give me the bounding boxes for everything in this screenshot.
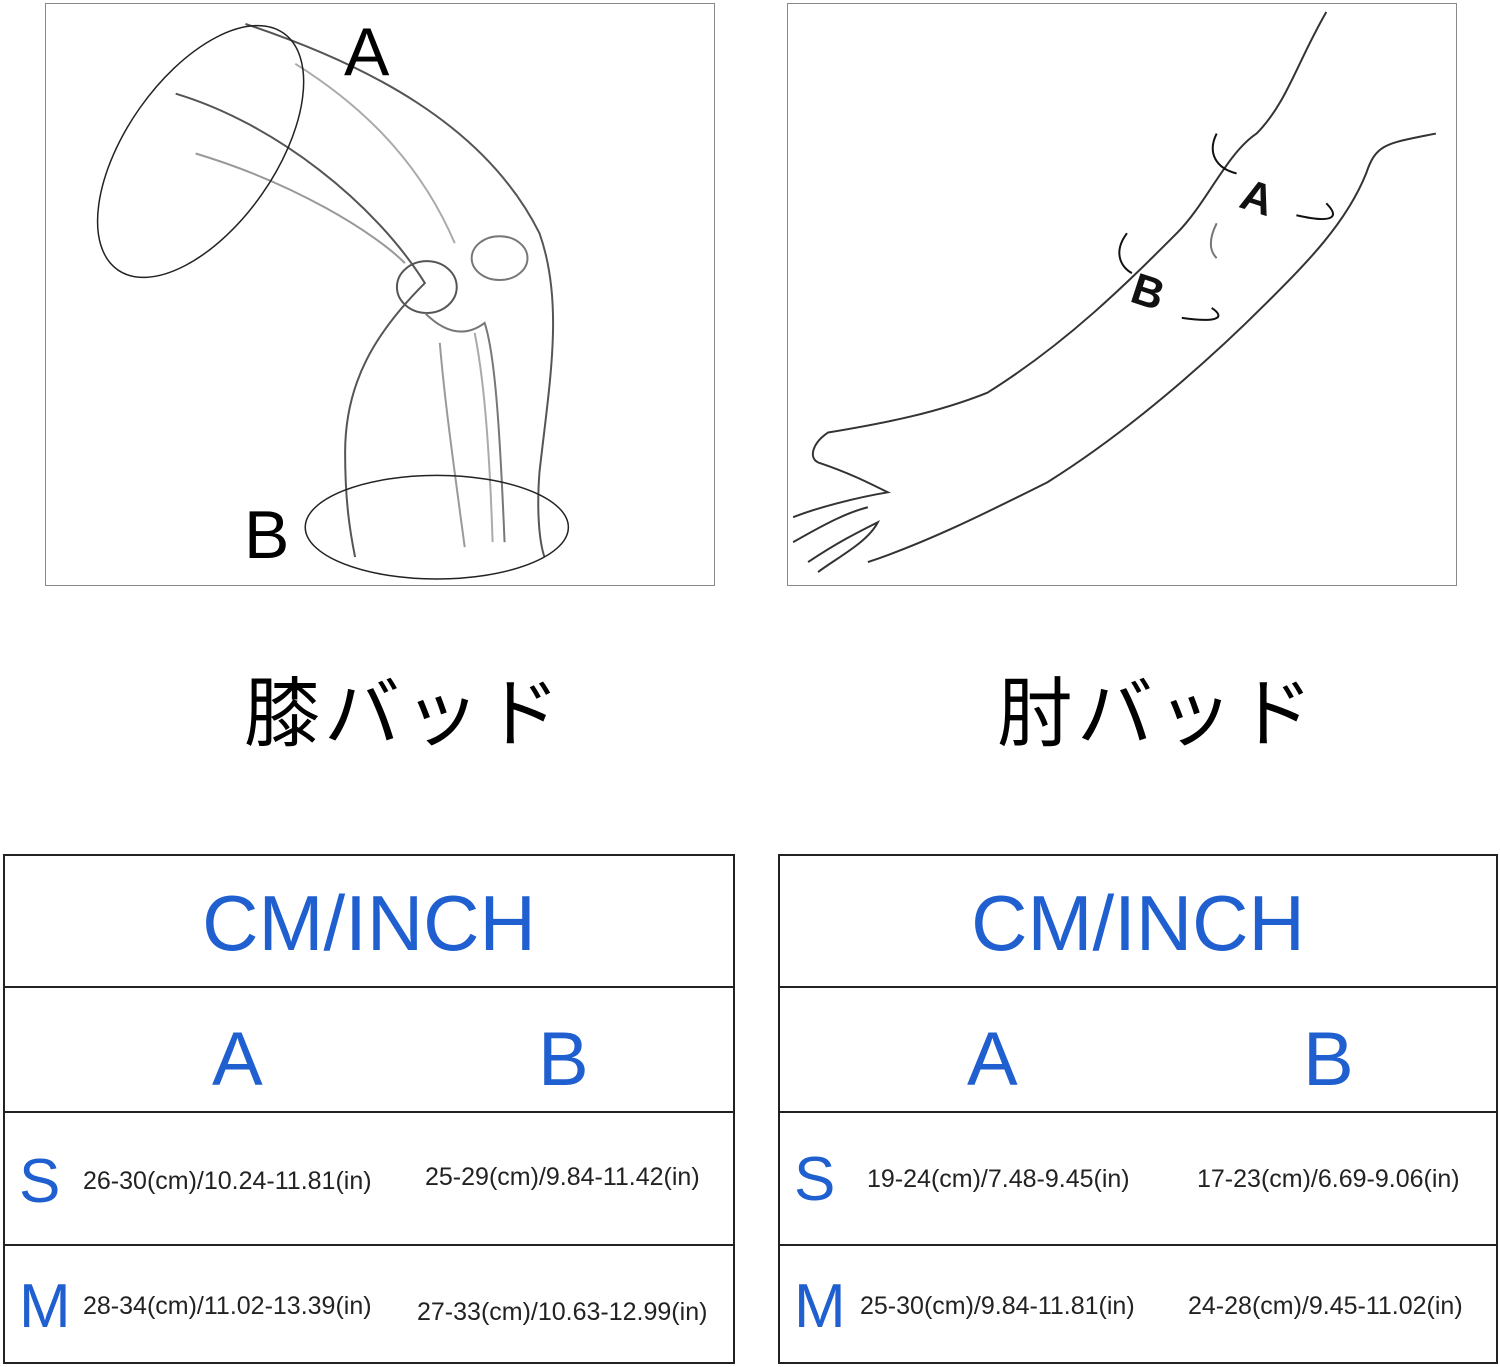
table-row: S 19-24(cm)/7.48-9.45(in) 17-23(cm)/6.69… (780, 1111, 1496, 1246)
cell-b: 24-28(cm)/9.45-11.02(in) (1188, 1292, 1463, 1320)
elbow-pad-title: 肘バッド (997, 669, 1317, 758)
elbow-diagram: A B (787, 3, 1457, 586)
table-row: M 25-30(cm)/9.84-11.81(in) 24-28(cm)/9.4… (780, 1244, 1496, 1362)
cell-a: 19-24(cm)/7.48-9.45(in) (867, 1165, 1130, 1193)
size-label: M (19, 1272, 71, 1341)
knee-label-a: A (344, 14, 390, 90)
cell-a: 28-34(cm)/11.02-13.39(in) (83, 1292, 372, 1320)
knee-illustration (96, 22, 570, 580)
table-row: S 26-30(cm)/10.24-11.81(in) 25-29(cm)/9.… (5, 1111, 733, 1246)
arm-illustration: A B (792, 11, 1437, 573)
knee-label-b: B (244, 497, 290, 573)
column-a-header: A (967, 1017, 1018, 1102)
cell-b: 25-29(cm)/9.84-11.42(in) (425, 1163, 700, 1191)
elbow-label-a: A (1234, 170, 1279, 226)
cell-b: 17-23(cm)/6.69-9.06(in) (1197, 1165, 1460, 1193)
unit-label: CM/INCH (202, 879, 536, 967)
column-b-header: B (538, 1017, 589, 1102)
unit-row: CM/INCH (5, 856, 733, 988)
unit-label: CM/INCH (971, 879, 1305, 967)
knee-size-table: CM/INCH A B S 26-30(cm)/10.24-11.81(in) … (3, 854, 735, 1364)
column-a-header: A (212, 1017, 263, 1102)
column-header-row: A B (5, 986, 733, 1113)
unit-row: CM/INCH (780, 856, 1496, 988)
size-label: M (794, 1272, 846, 1341)
column-header-row: A B (780, 986, 1496, 1113)
size-label: S (794, 1145, 836, 1214)
column-b-header: B (1303, 1017, 1354, 1102)
cell-a: 25-30(cm)/9.84-11.81(in) (860, 1292, 1135, 1320)
cell-a: 26-30(cm)/10.24-11.81(in) (83, 1167, 372, 1195)
knee-diagram: A B (45, 3, 715, 586)
cell-b: 27-33(cm)/10.63-12.99(in) (417, 1298, 708, 1326)
table-row: M 28-34(cm)/11.02-13.39(in) 27-33(cm)/10… (5, 1244, 733, 1362)
knee-pad-title: 膝バッド (244, 669, 564, 758)
elbow-size-table: CM/INCH A B S 19-24(cm)/7.48-9.45(in) 17… (778, 854, 1498, 1364)
size-label: S (19, 1147, 61, 1216)
